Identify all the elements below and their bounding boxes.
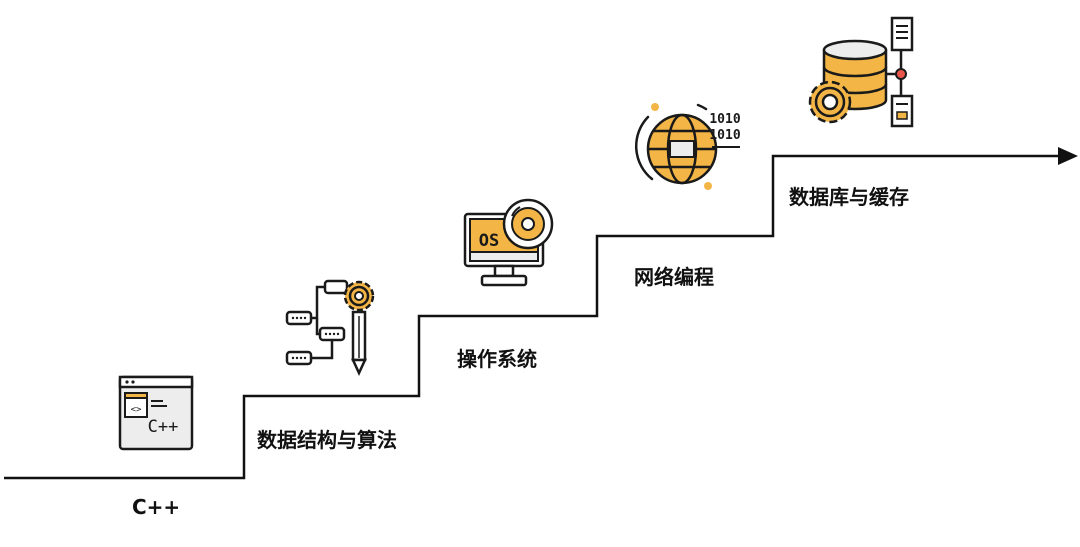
pencil-icon — [351, 310, 367, 376]
flowchart-gear-pencil-icon — [285, 279, 375, 376]
database-icon — [822, 39, 888, 111]
disc-icon — [502, 198, 554, 250]
cpp-lang-text: C++ — [148, 417, 179, 437]
stage-label-network-programming: 网络编程 — [634, 265, 714, 289]
os-monitor-disc-icon: OS — [463, 198, 554, 287]
globe-icon — [646, 113, 718, 185]
server-icon — [890, 16, 914, 128]
globe-binary-icon: 1010 1010 — [634, 103, 741, 190]
arrow-head-icon — [1058, 147, 1078, 165]
cpp-code-window-icon: <> C++ — [118, 375, 194, 451]
gear-icon — [808, 80, 852, 124]
binary-text-2: 1010 — [709, 128, 740, 143]
stage-label-data-structures: 数据结构与算法 — [257, 428, 397, 452]
stage-label-cpp: C++ — [132, 495, 181, 519]
os-text: OS — [479, 231, 499, 251]
step-line — [4, 154, 1062, 480]
cpp-code-text: <> — [131, 405, 142, 415]
database-gear-server-icon — [808, 16, 914, 128]
gear-icon — [343, 280, 375, 312]
binary-text-1: 1010 — [709, 112, 740, 127]
stage-label-database-cache: 数据库与缓存 — [789, 185, 909, 209]
stage-label-operating-system: 操作系统 — [457, 347, 537, 371]
